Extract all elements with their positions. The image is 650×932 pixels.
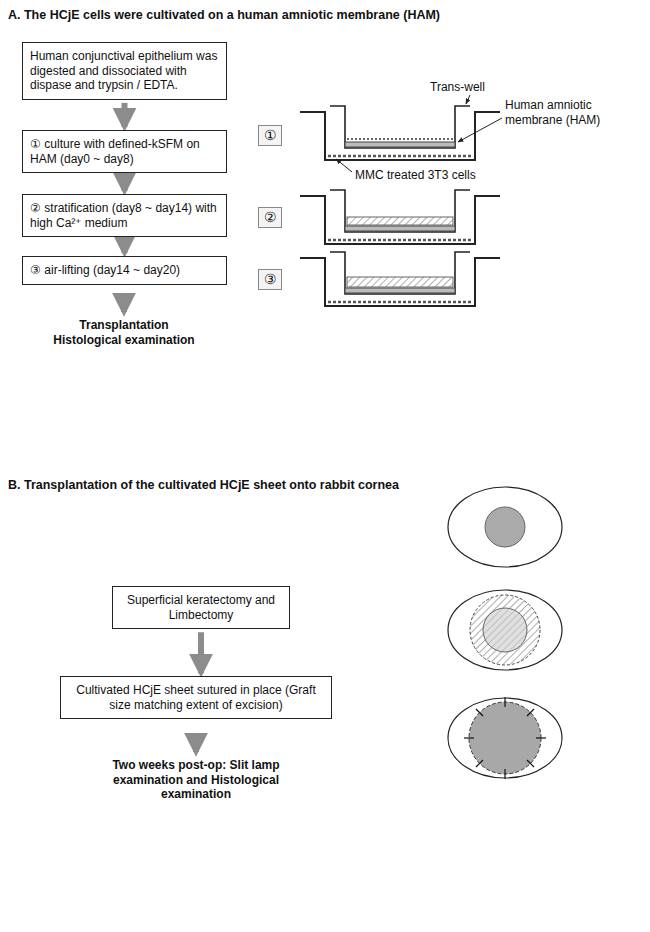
outcome-text: Transplantation Histological examination (44, 318, 204, 347)
node-text: Superficial keratectomy and Limbectomy (120, 593, 282, 622)
flow-arrow (193, 734, 199, 752)
part-label: MMC treated 3T3 cells (355, 168, 515, 183)
node-text: ② stratification (day8 ~ day14) with hig… (30, 201, 219, 230)
process-box: Human conjunctival epithelium was digest… (22, 42, 227, 100)
step-number: ③ (258, 269, 282, 290)
eye-keratectomy (448, 590, 562, 670)
transwell-culture (300, 106, 500, 160)
process-box: ③ air-lifting (day14 ~ day20) (22, 256, 227, 285)
section-heading: A. The HCjE cells were cultivated on a h… (8, 8, 608, 23)
node-text: ③ (263, 272, 277, 287)
leader-line (458, 118, 502, 142)
part-label: Trans-well (430, 80, 510, 95)
flow-arrow (121, 297, 127, 312)
node-text: Cultivated HCjE sheet sutured in place (… (68, 683, 324, 712)
node-text: ③ air-lifting (day14 ~ day20) (30, 263, 219, 278)
process-box: ② stratification (day8 ~ day14) with hig… (22, 194, 227, 237)
eye-graft (448, 697, 562, 779)
node-text: Human conjunctival epithelium was digest… (30, 49, 219, 93)
flow-arrow (198, 632, 204, 673)
step-number: ② (258, 207, 282, 228)
part-label: Human amniotic membrane (HAM) (505, 98, 623, 127)
node-text: ② (263, 210, 277, 225)
node-text: ① culture with defined-kSFM on HAM (day0… (30, 137, 219, 166)
process-box: ① culture with defined-kSFM on HAM (day0… (22, 130, 227, 173)
eye-before (448, 487, 562, 567)
node-text: ① (263, 128, 277, 143)
flow-arrow (122, 240, 128, 253)
step-number: ① (258, 125, 282, 146)
transwell-air-lifting (300, 252, 500, 306)
process-box: Cultivated HCjE sheet sutured in place (… (60, 676, 332, 719)
flow-arrow (122, 176, 128, 191)
leader-line (466, 95, 470, 104)
flow-arrow (122, 103, 128, 127)
section-heading: B. Transplantation of the cultivated HCj… (8, 478, 608, 493)
leader-line (336, 159, 352, 172)
process-box: Superficial keratectomy and Limbectomy (112, 586, 290, 629)
transwell-stratification (300, 190, 500, 244)
outcome-text: Two weeks post-op: Slit lamp examination… (106, 758, 286, 802)
